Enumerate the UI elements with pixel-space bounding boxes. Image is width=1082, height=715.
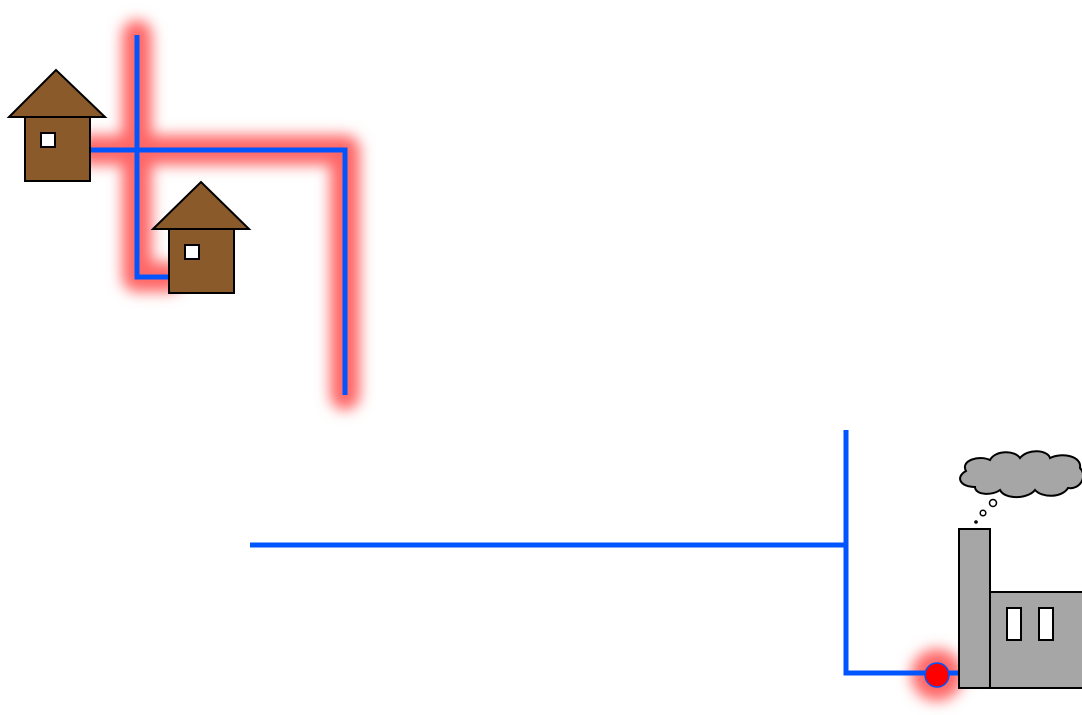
house-wall [168,228,235,294]
house-icon [6,68,108,118]
factory[interactable] [958,528,1082,689]
pipe-segment-a[interactable] [134,35,168,280]
pipe-highlight-group [75,20,963,701]
pipe-network [90,35,958,676]
house-2[interactable] [150,180,252,294]
factory-building [989,591,1082,689]
valve-icon[interactable] [924,662,950,688]
factory-window-1 [1006,607,1022,641]
house-window [40,132,56,148]
factory-chimney [958,528,991,689]
house-wall [24,116,91,182]
pipe-segment-b[interactable] [90,147,348,395]
house-1[interactable] [6,68,108,182]
pipe-segment-d[interactable] [843,430,958,676]
smoke-cloud-icon [959,450,1082,524]
house-icon [150,180,252,230]
factory-window-2 [1038,607,1054,641]
house-window [184,244,200,260]
